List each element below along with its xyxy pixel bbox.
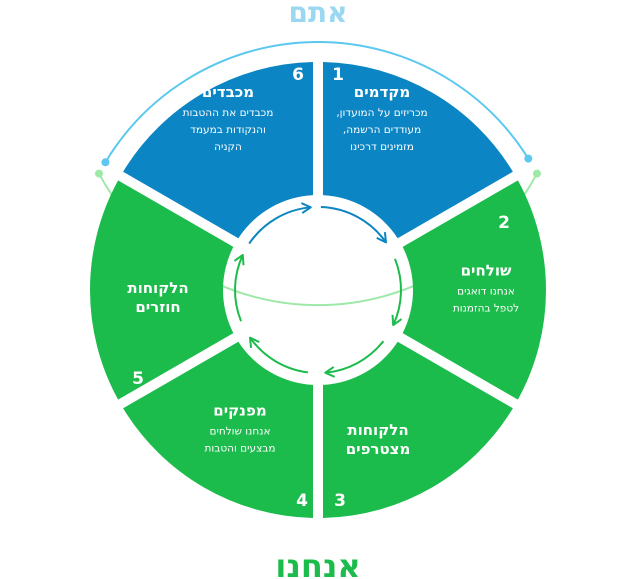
segment-description: והנקודות במעמד	[190, 124, 266, 136]
segment-description: מזמינים דרכינו	[350, 141, 414, 153]
segment-title: מכבדים	[202, 83, 254, 101]
segment-label-6: 6 מכבדים מכבדים את ההטבות והנקודות במעמד הקנ…	[183, 65, 304, 153]
arrow-head	[300, 202, 312, 214]
step-number: 5	[132, 369, 144, 389]
segment-description: מבצעים והטבות	[204, 443, 275, 455]
arrow-head	[249, 336, 260, 348]
segment-title: מקדמים	[354, 83, 410, 101]
segment-2	[402, 180, 547, 400]
cycle-arrow	[320, 206, 387, 243]
cycle-arrow	[249, 337, 309, 374]
cycle-arrow	[325, 340, 385, 374]
segment-label-4: 4 מפנקים אנחנו שולחים מבצעים והטבות	[204, 402, 308, 512]
segment-label-2: 2 שולחים אנחנו דואגים לטפל בהזמנות	[453, 213, 519, 315]
step-number: 2	[498, 213, 510, 233]
segment-description: מכריזים על המועדון,	[336, 107, 427, 119]
segments-group	[89, 62, 547, 518]
arrow-head	[324, 366, 336, 378]
arrow-head	[376, 232, 387, 244]
segment-4	[123, 341, 314, 518]
segment-description: לטפל בהזמנות	[453, 303, 519, 315]
cycle-arrow	[248, 206, 311, 245]
cycle-arrow	[234, 254, 244, 322]
step-number: 6	[292, 65, 304, 85]
segment-label-1: 1 מקדמים מכריזים על המועדון, מעודדים הרשמה,…	[332, 65, 428, 153]
segment-title: הלקוחות	[127, 279, 188, 297]
segment-description: אנחנו שולחים	[210, 426, 271, 438]
segment-6	[123, 62, 314, 239]
ring-endpoint-dot	[95, 169, 104, 178]
ring-endpoint-dot	[524, 154, 533, 163]
step-number: 3	[334, 491, 346, 511]
segment-labels: 1 מקדמים מכריזים על המועדון, מעודדים הרשמה,…	[127, 65, 519, 511]
inner-arrows	[233, 202, 403, 378]
cycle-arrow	[392, 258, 402, 326]
header-title: אתם	[288, 0, 347, 29]
segment-description: אנחנו דואגים	[457, 286, 515, 298]
arrow-head	[391, 314, 403, 327]
ring-endpoint-dot	[532, 169, 541, 178]
segment-description: הקניה	[214, 141, 242, 153]
step-number: 1	[332, 65, 344, 85]
ring-endpoint-dot	[101, 158, 110, 167]
blue-outer-ring	[104, 41, 530, 163]
segment-title: מפנקים	[213, 402, 266, 420]
segment-description: מכבדים את ההטבות	[183, 107, 274, 119]
segment-title: מצטרפים	[346, 440, 411, 458]
segment-5	[89, 180, 234, 400]
segment-1	[322, 62, 513, 239]
segment-description: מעודדים הרשמה,	[343, 124, 421, 136]
footer-title: אנחנו	[275, 547, 360, 579]
arrow-head	[233, 253, 245, 266]
step-number: 4	[296, 491, 308, 511]
segment-title: הלקוחות	[347, 421, 408, 439]
segment-title: שולחים	[461, 262, 512, 280]
segment-title: חוזרים	[135, 298, 180, 316]
segment-3	[322, 341, 513, 518]
